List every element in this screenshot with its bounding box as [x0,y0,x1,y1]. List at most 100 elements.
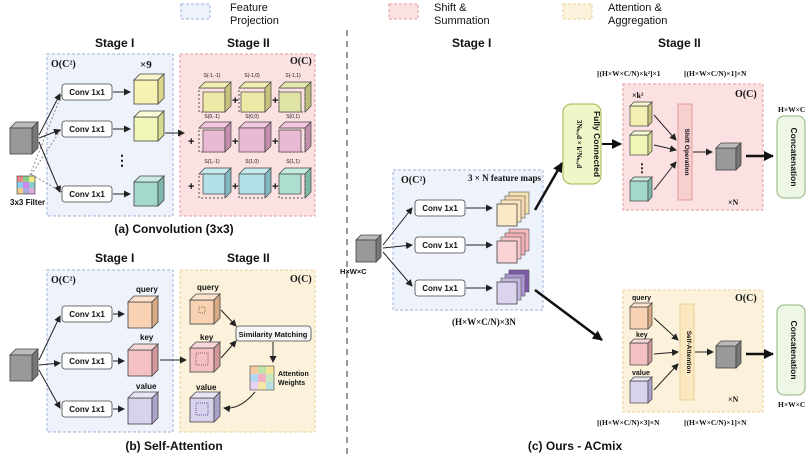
attention-weights-label-line1: Attention [278,371,309,378]
svg-text:Projection: Projection [230,15,279,27]
shift-cube-r2c1: S(0,-1) [198,114,232,153]
acmix-complexity-bottom: O(C) [735,293,757,304]
conv-c-conv1x1-1-label: Conv 1x1 [422,204,458,213]
filter-label: 3x3 Filter [10,198,45,207]
acmix-caption: (c) Ours - ACmix [528,439,623,453]
conv-b-conv1x1-3-label: Conv 1x1 [69,405,105,414]
legend-shift-summation-line2: Summation [434,15,490,27]
fully-connected-formula: 3Nₕₑₐd × k²Nₕₑₐd [575,120,583,168]
conv-b-conv1x1-3: Conv 1x1 [61,400,113,418]
acmix-stack-yellow [496,191,530,227]
shift-cube-r3c3: S(1,1) [278,159,312,199]
attention-weights-grid [249,365,275,391]
acmix-complexity-stage1: O(C²) [401,175,426,186]
acmix-stage1-title: Stage I [452,36,491,50]
conv-proj-cube-3 [133,175,165,207]
conv-stage1-title: Stage I [95,36,134,50]
concatenation-bottom-box [776,304,806,396]
conv-c-conv1x1-2-label: Conv 1x1 [422,241,458,250]
conv-b-conv1x1-2-label: Conv 1x1 [69,357,105,366]
self-attention-label: Self-Attention [685,331,692,374]
qkv2-query-label: query [197,283,219,292]
shift-cube-r3c1: S(1,-1) [198,159,232,199]
acmix-output-bottom-label: H×W×C [778,400,805,409]
shift-label-r3c2: S(1,0) [245,159,259,165]
attn-value-cube [189,391,221,423]
attn-caption: (b) Self-Attention [125,439,222,453]
conv-proj-cube-2 [133,110,165,142]
conv-caption: (a) Convolution (3x3) [114,222,233,236]
qkv1-value-label: value [136,382,157,391]
attn-complexity-stage1: O(C²) [51,275,76,286]
acmix-feature-maps-label: 3 × N feature maps [468,173,541,183]
svg-text:Summation: Summation [434,15,490,27]
conv-b-conv1x1-1: Conv 1x1 [61,305,113,323]
acmix-value-label: value [632,370,650,377]
acmix-projection-output-formula: (H×W×C/N)×3N [452,317,516,327]
acmix-times-n-top: ×N [728,198,739,207]
fully-connected-label: Fully Connected [592,111,602,177]
attention-branch-output-cube [715,340,742,369]
plus-sign: + [188,181,194,193]
svg-text:Feature: Feature [230,2,268,14]
svg-text:Shift &: Shift & [434,2,467,14]
conv-a-conv1x1-3-label: Conv 1x1 [69,190,105,199]
attn-key-cube [189,341,221,373]
shift-label-r1c2: S(-1,0) [244,73,260,79]
shift-label-r2c2: S(0,0) [245,114,259,120]
legend-feature-projection-line1: Feature [230,2,268,14]
conv-times9: ×9 [140,59,152,71]
legend-swatch-feature-projection [180,3,211,20]
legend: Feature Projection Shift & Summation Att… [180,2,667,27]
shift-label-r2c1: S(0,-1) [204,114,220,120]
acmix-stack-purple [496,269,530,305]
legend-attention-line2: Aggregation [608,15,667,27]
conv-c-conv1x1-3: Conv 1x1 [414,279,466,297]
convolution-panel: Stage I Stage II O(C²) O(C) ×9 3x3 Filte… [9,36,316,236]
acmix-output-top-label: H×W×C [778,105,805,114]
plus-sign: + [232,181,238,193]
acmix-top-formula-left: [(H×W×C/N)×k²]×1 [597,69,661,78]
acmix-stack-pink [496,228,530,264]
acmix-bottom-formula-right: [(H×W×C/N)×1]×N [684,418,747,427]
acmix-value-cube [629,376,653,404]
conv-input-cube [9,121,39,155]
conv-complexity-stage2: O(C) [290,56,312,67]
attn-query-cube [189,293,221,325]
shift-cube-r2c3: S(0,1) [278,114,312,153]
qkv2-key-label: key [200,333,214,342]
svg-text:Attention &: Attention & [608,2,662,14]
shift-branch-ellipsis: ⋮ [636,161,648,175]
acmix-k2-label: ×k² [632,91,644,100]
plus-sign: + [232,136,238,148]
shift-operation-label: Shift Operation [683,129,690,176]
shift-branch-cube-2 [629,130,653,156]
shift-label-r1c3: S(-1,1) [285,73,301,79]
self-attention-panel: Stage I Stage II O(C²) O(C) Conv 1x1 Con… [9,251,316,453]
attn-stage2-title: Stage II [227,251,270,265]
conv-proj-cube-1 [133,73,165,105]
conv-a-conv1x1-3: Conv 1x1 [61,185,113,203]
conv-c-conv1x1-3-label: Conv 1x1 [422,284,458,293]
shift-branch-cube-3 [629,176,653,202]
key-cube [127,343,159,377]
legend-shift-summation-line1: Shift & [434,2,467,14]
shift-cube-r1c2: S(-1,0) [238,73,272,113]
shift-cube-r3c2: S(1,0) [238,159,272,199]
conv-b-conv1x1-2: Conv 1x1 [61,352,113,370]
svg-text:Aggregation: Aggregation [608,15,667,27]
self-attention-box [679,303,695,401]
legend-swatch-attention-aggregation [562,3,593,20]
conv-a-conv1x1-2: Conv 1x1 [61,120,113,138]
concatenation-top-label: Concatenation [789,127,799,186]
shift-cube-r2c2: S(0,0) [238,114,272,153]
conv-b-conv1x1-1-label: Conv 1x1 [69,310,105,319]
similarity-matching-label: Similarity Matching [239,330,308,339]
plus-sign: + [232,95,238,107]
acmix-input-label: H×W×C [340,267,367,276]
qkv1-key-label: key [140,333,154,342]
conv-stage2-title: Stage II [227,36,270,50]
shift-branch-output-cube [715,142,742,171]
acmix-key-cube [629,338,653,366]
conv-a-conv1x1-2-label: Conv 1x1 [69,125,105,134]
